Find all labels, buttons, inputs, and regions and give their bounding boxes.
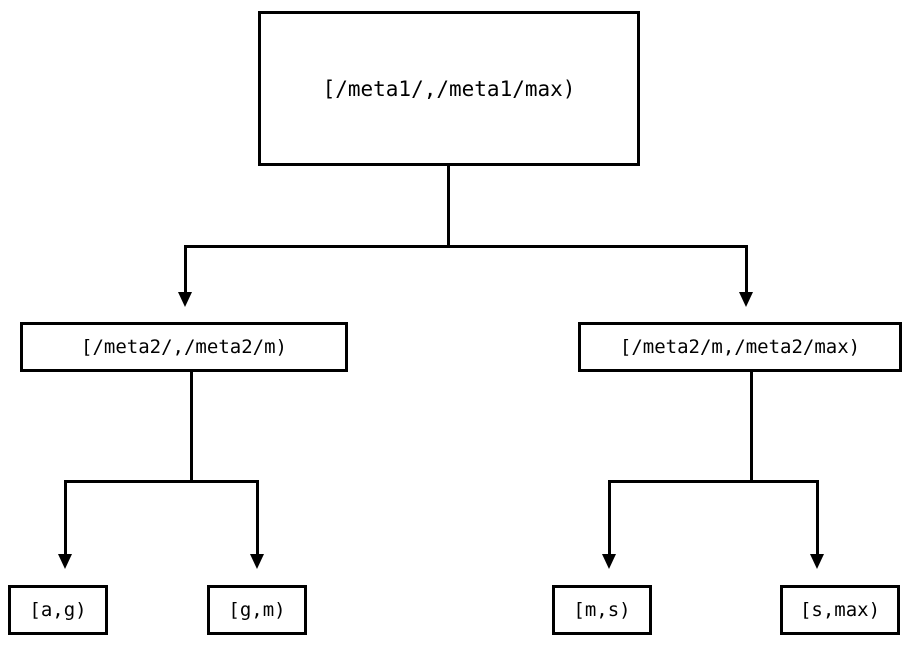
- node-leaf-ms[interactable]: [m,s): [552, 585, 652, 635]
- node-mid-left-label: [/meta2/,/meta2/m): [81, 336, 287, 358]
- edge-root-to-mid-left-drop: [184, 245, 187, 293]
- edge-mid-right-crossbar: [608, 480, 819, 483]
- node-leaf-smax-label: [s,max): [799, 599, 881, 621]
- arrowhead-mid-left-to-leaf-ag: [58, 554, 72, 569]
- edge-mid-right-to-leaf-ms-drop: [608, 480, 611, 555]
- node-mid-left[interactable]: [/meta2/,/meta2/m): [20, 322, 348, 372]
- edge-mid-left-to-leaf-gm-drop: [256, 480, 259, 555]
- arrowhead-root-to-mid-right: [739, 292, 753, 307]
- edge-mid-right-trunk: [750, 372, 753, 483]
- arrowhead-mid-right-to-leaf-ms: [602, 554, 616, 569]
- node-leaf-gm[interactable]: [g,m): [207, 585, 307, 635]
- node-mid-right-label: [/meta2/m,/meta2/max): [619, 336, 861, 358]
- node-leaf-ag[interactable]: [a,g): [8, 585, 108, 635]
- edge-mid-left-crossbar: [64, 480, 259, 483]
- node-mid-right[interactable]: [/meta2/m,/meta2/max): [578, 322, 902, 372]
- edge-root-to-mid-right-drop: [745, 245, 748, 293]
- arrowhead-mid-left-to-leaf-gm: [250, 554, 264, 569]
- node-leaf-smax[interactable]: [s,max): [780, 585, 900, 635]
- arrowhead-root-to-mid-left: [178, 292, 192, 307]
- edge-mid-left-trunk: [190, 372, 193, 483]
- edge-mid-left-to-leaf-ag-drop: [64, 480, 67, 555]
- node-root-label: [/meta1/,/meta1/max): [322, 76, 576, 101]
- node-leaf-gm-label: [g,m): [228, 599, 286, 621]
- edge-root-crossbar: [184, 245, 748, 248]
- edge-root-trunk: [447, 166, 450, 248]
- node-root[interactable]: [/meta1/,/meta1/max): [258, 11, 640, 166]
- node-leaf-ms-label: [m,s): [573, 599, 631, 621]
- node-leaf-ag-label: [a,g): [29, 599, 87, 621]
- arrowhead-mid-right-to-leaf-smax: [810, 554, 824, 569]
- edge-mid-right-to-leaf-smax-drop: [816, 480, 819, 555]
